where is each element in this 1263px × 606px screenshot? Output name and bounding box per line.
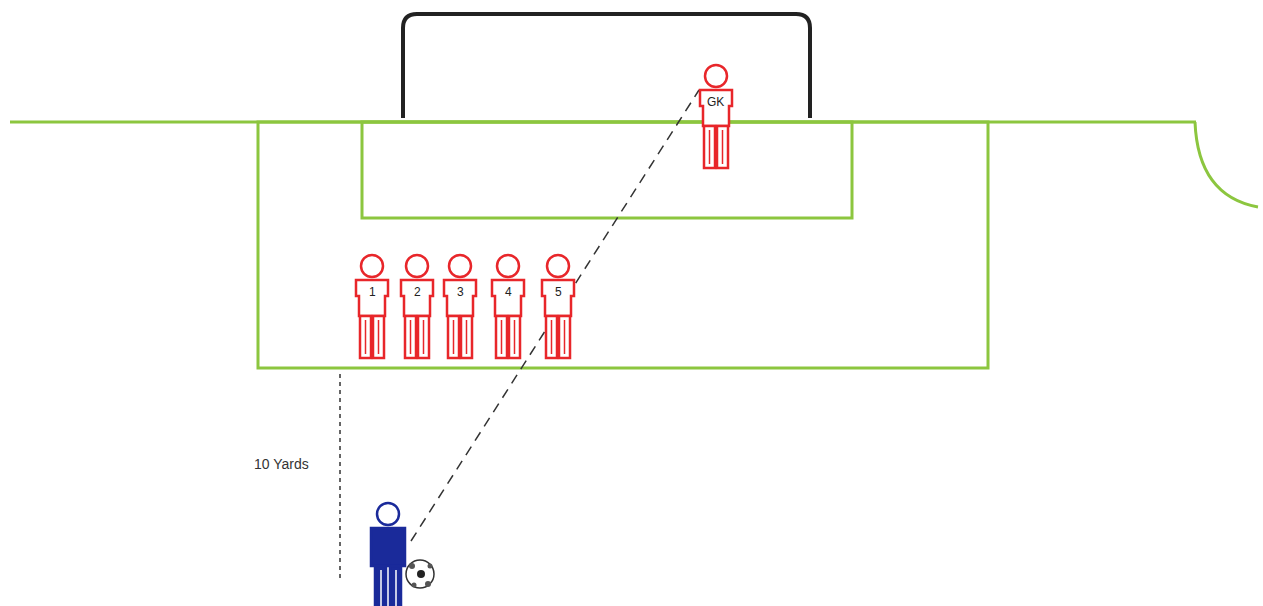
player-label: 2 [413,286,422,299]
defender: 1 [352,252,392,360]
player-label: 4 [504,286,513,299]
distance-line [339,374,341,578]
player-figure [538,252,578,360]
player-figure [488,252,528,360]
goal-frame [403,14,810,118]
goal-area [362,122,852,218]
player-figure [696,62,736,170]
corner-arc [1195,122,1258,207]
attacker-figure [371,503,405,606]
player-figure [440,252,480,360]
defender: 5 [538,252,578,360]
defender: 3 [440,252,480,360]
goalkeeper: GK [696,62,736,170]
defender: 2 [397,252,437,360]
player-label: GK [706,96,725,109]
defender: 4 [488,252,528,360]
player-figure [397,252,437,360]
player-label: 3 [456,286,465,299]
player-figure [352,252,392,360]
player-label: 1 [368,286,377,299]
player-label: 5 [554,286,563,299]
penalty-area [258,122,988,368]
ball [406,560,434,588]
shot-path [411,90,699,541]
distance-label: 10 Yards [254,456,309,472]
